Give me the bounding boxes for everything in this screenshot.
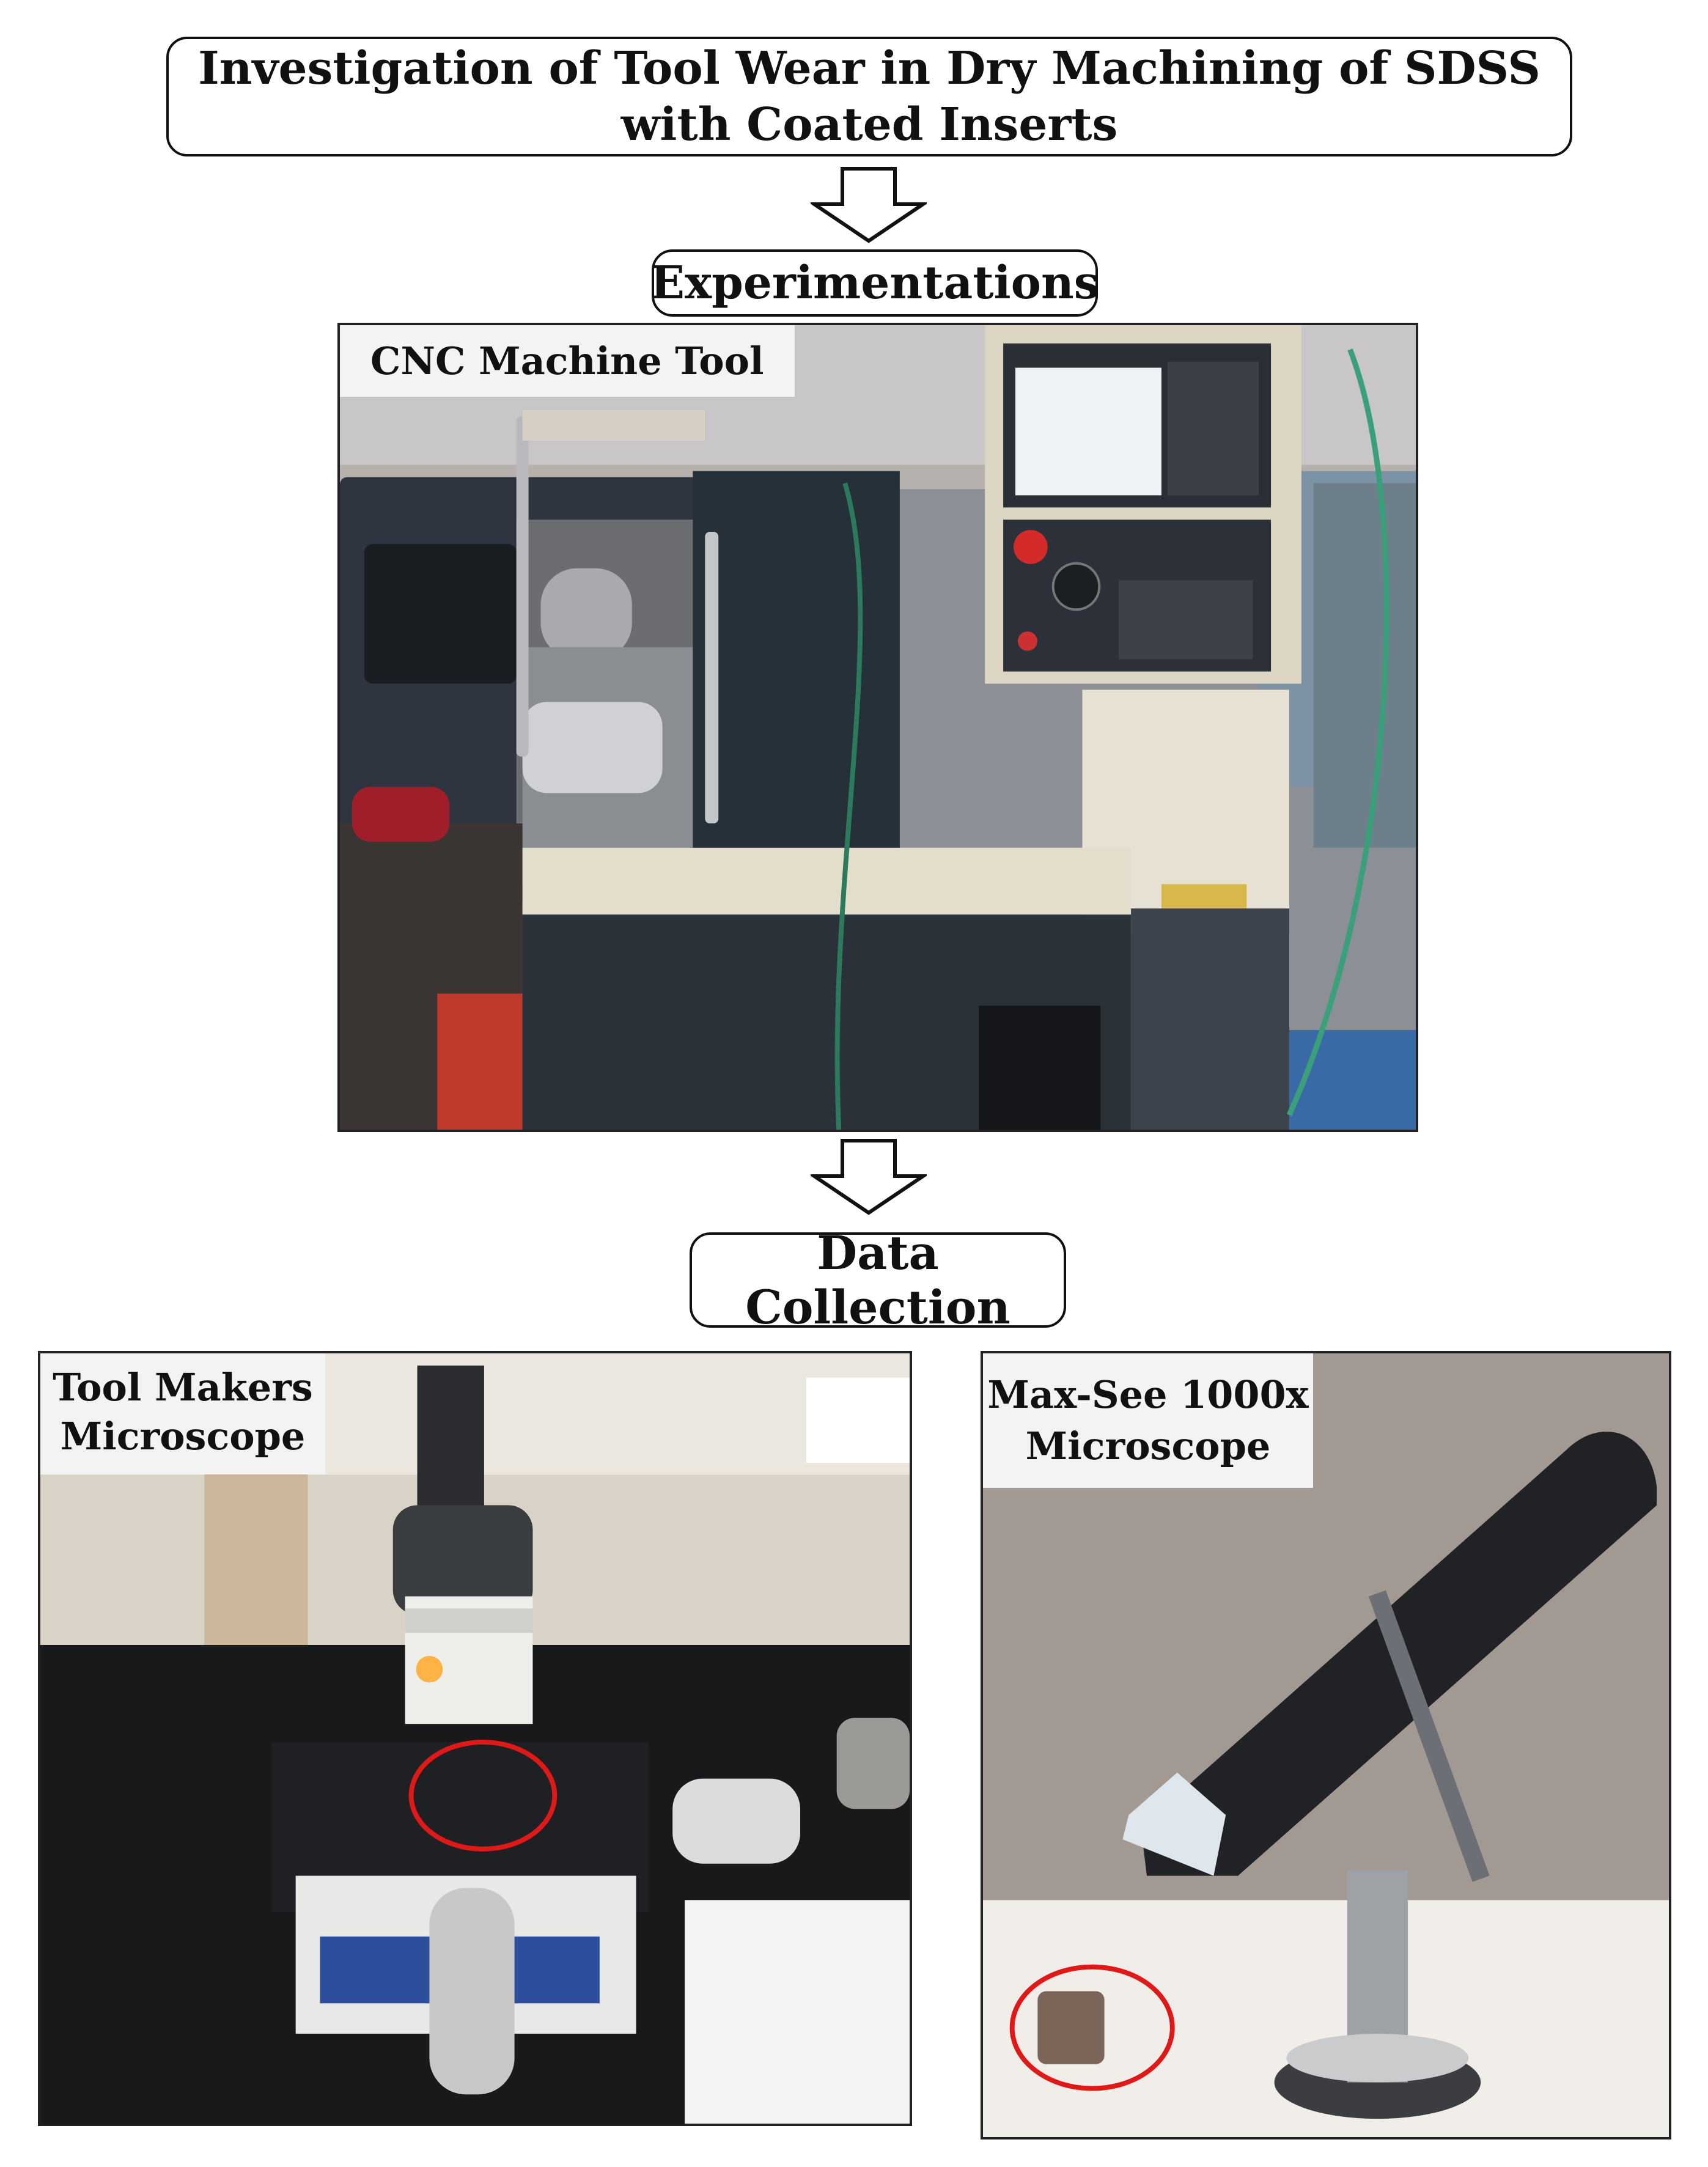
down-arrow-icon [811, 167, 927, 243]
title-box: Investigation of Tool Wear in Dry Machin… [166, 37, 1572, 156]
tool-makers-microscope-illustration [40, 1353, 910, 2124]
flow-title: Investigation of Tool Wear in Dry Machin… [198, 42, 1541, 151]
cnc-machine-illustration [340, 325, 1416, 1130]
data-collection-box: Data Collection [690, 1226, 1066, 1334]
tool-makers-microscope-label: Tool Makers Microscope [40, 1353, 325, 1474]
cnc-machine-photo: CNC Machine Tool [337, 323, 1418, 1132]
maxsee-microscope-photo: Max-See 1000x Microscope [981, 1351, 1671, 2139]
experimentations-box: Experimentations [650, 249, 1100, 317]
data-collection-label: Data Collection [745, 1226, 1010, 1334]
down-arrow-icon [811, 1139, 927, 1215]
experimentations-label: Experimentations [650, 257, 1100, 309]
maxsee-microscope-label: Max-See 1000x Microscope [983, 1353, 1313, 1488]
tool-makers-microscope-photo: Tool Makers Microscope [38, 1351, 912, 2126]
cnc-machine-label: CNC Machine Tool [340, 325, 795, 397]
